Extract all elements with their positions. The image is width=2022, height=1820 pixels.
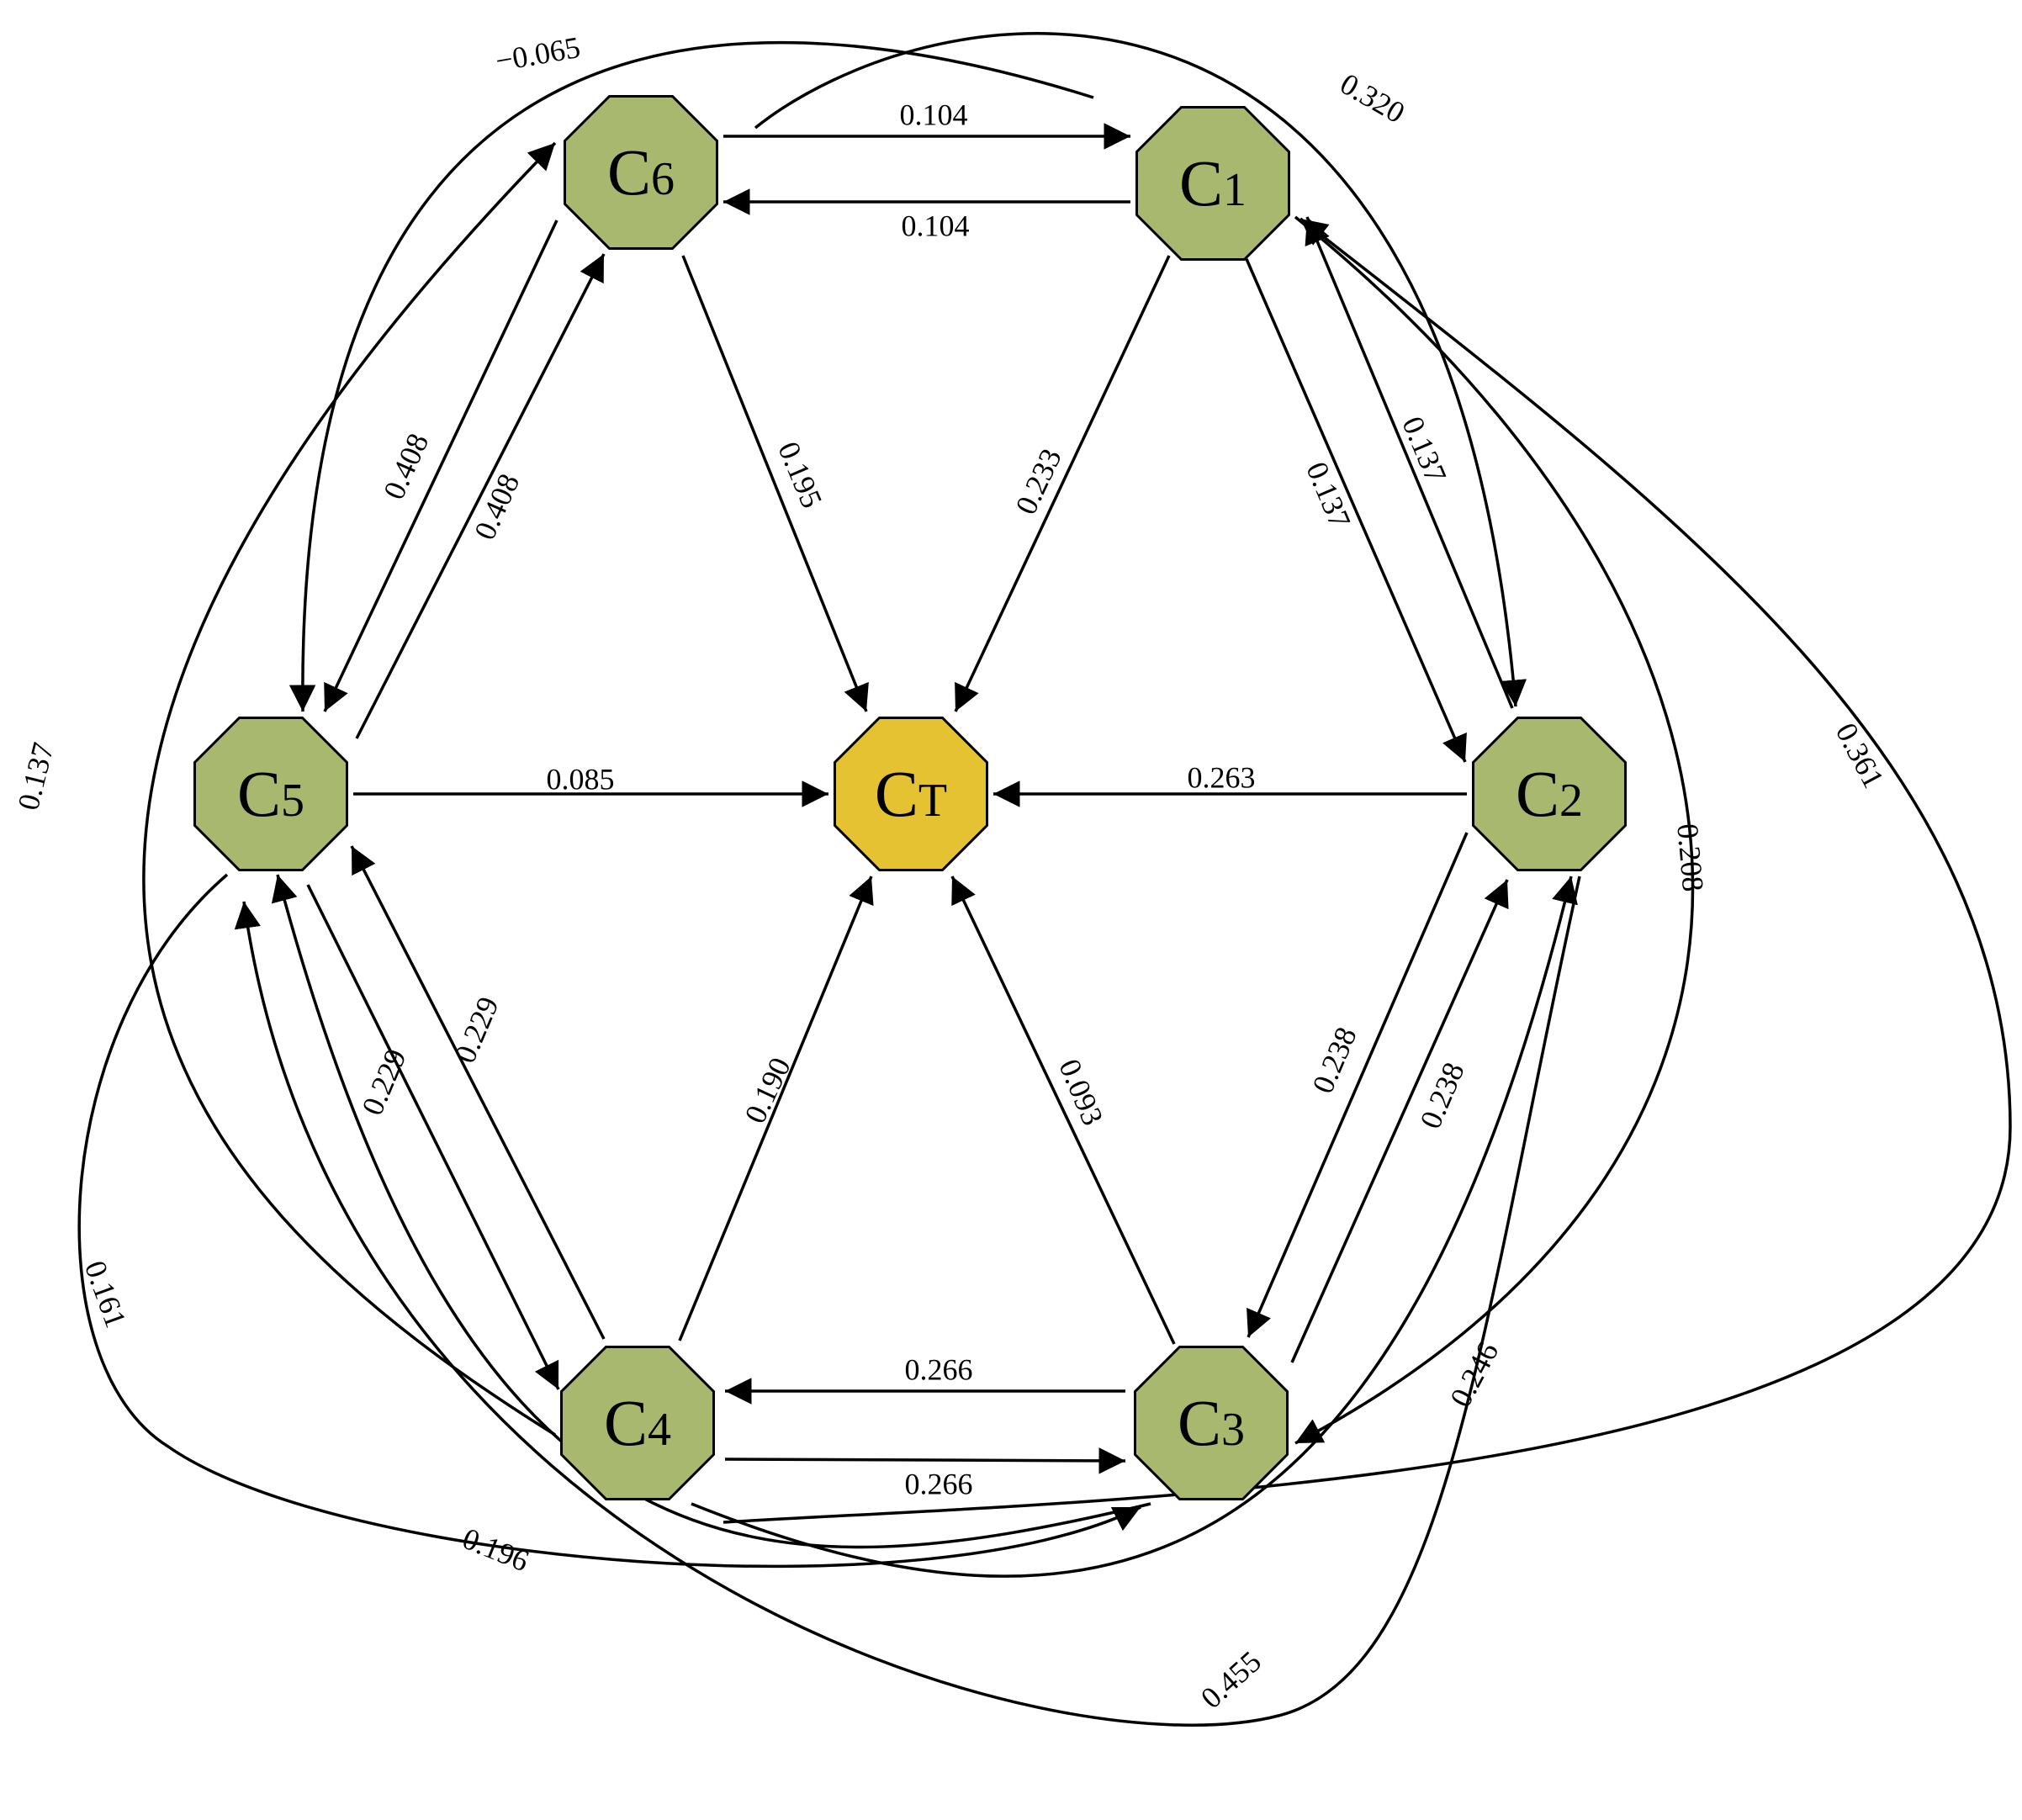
edge-label-c4-c3: 0.266 xyxy=(905,1467,973,1500)
edge-c1-to-c5 xyxy=(288,40,1094,712)
edge-label-c1-c3: 0.208 xyxy=(1670,823,1710,893)
node-label-sub: 2 xyxy=(1559,775,1583,827)
edge-label-c2-c3: 0.238 xyxy=(1305,1022,1363,1098)
edge-label-c5-c3: 0.161 xyxy=(78,1257,133,1332)
edge-c4-to-c5 xyxy=(350,845,606,1340)
edge-c1-to-c3 xyxy=(1294,215,1695,1445)
node-label-sub: 4 xyxy=(648,1404,671,1456)
edge-label-c5-c4: 0.229 xyxy=(355,1044,412,1119)
node-label-sub: 3 xyxy=(1221,1404,1245,1456)
edge-label-c5-ct: 0.085 xyxy=(547,762,615,796)
node-label-c3: C3 xyxy=(1178,1386,1245,1459)
edge-c2-to-c5 xyxy=(234,876,1581,1727)
edge-c1-to-ct xyxy=(954,255,1171,712)
edge-label-c4-c5: 0.229 xyxy=(447,992,505,1067)
node-c2: C2 xyxy=(1472,717,1627,871)
node-shape-c2 xyxy=(1472,717,1627,871)
edge-c5-to-c3 xyxy=(77,873,1141,1569)
edge-label-c6-ct: 0.195 xyxy=(771,436,828,512)
edge-label-c1-c5: −0.065 xyxy=(493,30,583,78)
edge-c4-to-c2 xyxy=(691,876,1578,1578)
node-ct: CT xyxy=(834,717,988,871)
node-label-main: C xyxy=(875,757,918,830)
edges-layer xyxy=(77,32,2012,1727)
edge-c4-to-ct xyxy=(678,876,874,1341)
node-c4: C4 xyxy=(560,1346,715,1500)
node-label-main: C xyxy=(604,1386,648,1459)
edge-c3-to-c2 xyxy=(1290,879,1509,1363)
edge-label-c6-c2: 0.320 xyxy=(1335,66,1411,130)
node-c1: C1 xyxy=(1135,106,1290,261)
node-label-main: C xyxy=(237,757,281,830)
edge-label-c2-c5: 0.246 xyxy=(1443,1336,1505,1412)
edge-c1-to-c2 xyxy=(1245,258,1467,763)
node-label-ct: CT xyxy=(875,757,947,830)
node-shape-c5 xyxy=(193,717,348,871)
node-c5: C5 xyxy=(193,717,348,871)
node-label-main: C xyxy=(1178,1386,1221,1459)
node-shape-c1 xyxy=(1135,106,1290,261)
node-label-sub: 6 xyxy=(651,153,675,205)
node-label-c5: C5 xyxy=(237,757,304,830)
edge-label-c3-c4: 0.266 xyxy=(905,1352,973,1386)
node-label-c4: C4 xyxy=(604,1386,671,1459)
edge-label-c2-ct: 0.263 xyxy=(1188,760,1256,794)
edge-label-c4-c2: 0.455 xyxy=(1194,1644,1268,1715)
node-label-sub: T xyxy=(918,775,947,827)
node-label-main: C xyxy=(607,135,651,209)
node-shape-c4 xyxy=(560,1346,715,1500)
node-shape-ct xyxy=(834,717,988,871)
edge-label-c4-ct: 0.190 xyxy=(738,1052,797,1128)
node-label-c1: C1 xyxy=(1179,146,1247,220)
edge-label-c1-ct: 0.233 xyxy=(1008,443,1067,519)
node-label-c6: C6 xyxy=(607,135,675,209)
node-label-main: C xyxy=(1179,146,1223,220)
edge-c6-to-ct xyxy=(681,255,869,712)
edge-label-c1-c6: 0.104 xyxy=(902,209,970,242)
node-shape-c6 xyxy=(564,95,718,250)
edge-c5-to-c6 xyxy=(355,253,606,739)
edge-c4-to-c3 xyxy=(724,1447,1126,1474)
edge-c3-to-ct xyxy=(950,876,1176,1345)
node-label-main: C xyxy=(1516,757,1559,830)
edge-c2-to-c1 xyxy=(1305,216,1514,709)
edge-label-c3-c6: 0.137 xyxy=(11,739,60,813)
node-c3: C3 xyxy=(1134,1346,1289,1500)
edge-c2-to-c3 xyxy=(1247,832,1469,1338)
edge-c5-to-c4 xyxy=(306,884,560,1390)
edge-c6-to-c5 xyxy=(323,220,558,712)
edge-label-c6-c1: 0.104 xyxy=(900,98,968,131)
node-label-sub: 5 xyxy=(281,775,304,827)
node-label-sub: 1 xyxy=(1223,164,1247,216)
edge-label-c3-ct: 0.093 xyxy=(1052,1054,1109,1130)
node-shape-c3 xyxy=(1134,1346,1289,1500)
node-label-c2: C2 xyxy=(1516,757,1583,830)
node-c6: C6 xyxy=(564,95,718,250)
edge-label-c3-c5: 0.196 xyxy=(458,1521,533,1578)
edge-c6-to-c2 xyxy=(754,32,1527,707)
edge-label-c4-c1: 0.361 xyxy=(1829,717,1891,793)
